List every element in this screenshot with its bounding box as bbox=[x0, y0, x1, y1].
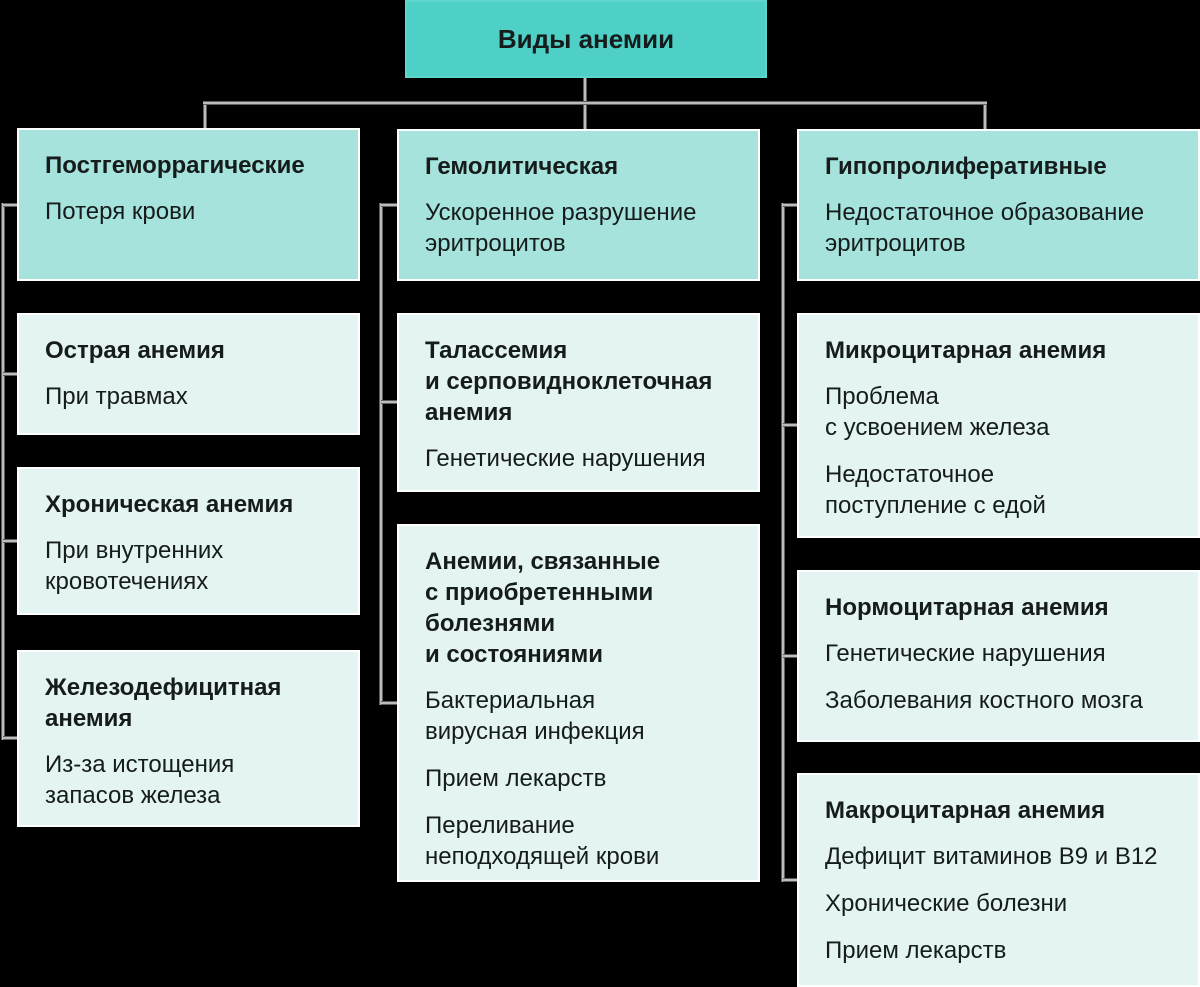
box-body: Недостаточное образование эритроцитов bbox=[825, 197, 1178, 259]
connector-drop-right bbox=[983, 105, 987, 129]
box-acute-anemia: Острая анемия При травмах bbox=[17, 313, 360, 435]
connector-stub-middle-item2 bbox=[381, 701, 397, 705]
box-title: Гипопролиферативные bbox=[825, 153, 1107, 180]
connector-stub-right-item1 bbox=[783, 423, 797, 427]
box-text-line: Прием лекарств bbox=[825, 937, 1007, 964]
box-macrocytic-anemia: Макроцитарная анемия Дефицит витаминов B… bbox=[797, 773, 1200, 987]
box-title: Хроническая анемия bbox=[45, 491, 294, 518]
connector-stub-right-item3 bbox=[783, 878, 797, 882]
box-title: Талассемия и серповидноклеточная анемия bbox=[425, 337, 713, 426]
box-text-line: Потеря крови bbox=[45, 198, 196, 225]
connector-spine-middle bbox=[379, 203, 383, 705]
box-text-line: Проблема с усвоением железа bbox=[825, 383, 1050, 441]
box-microcytic-anemia: Микроцитарная анемия Проблема с усвоение… bbox=[797, 313, 1200, 538]
connector-stub-left-header bbox=[3, 203, 17, 207]
box-text-line: При травмах bbox=[45, 383, 188, 410]
connector-drop-middle bbox=[583, 105, 587, 129]
box-title: Микроцитарная анемия bbox=[825, 337, 1107, 364]
diagram-title: Виды анемии bbox=[497, 23, 675, 54]
box-title: Железодефицитная анемия bbox=[45, 674, 282, 732]
connector-stub-left-item1 bbox=[3, 372, 17, 376]
connector-root-crossbar bbox=[203, 101, 987, 105]
box-text-line: Генетические нарушения bbox=[825, 640, 1106, 667]
root-node: Виды анемии bbox=[405, 0, 767, 78]
connector-stub-right-item2 bbox=[783, 654, 797, 658]
box-title: Острая анемия bbox=[45, 337, 225, 364]
box-title: Гемолитическая bbox=[425, 153, 619, 180]
box-body: При травмах bbox=[45, 381, 338, 412]
box-text-line: Недостаточное образование эритроцитов bbox=[825, 199, 1145, 257]
box-thalassemia-sickle-cell: Талассемия и серповидноклеточная анемия … bbox=[397, 313, 760, 492]
box-title: Постгеморрагические bbox=[45, 152, 305, 179]
connector-stub-right-header bbox=[783, 203, 797, 207]
box-text-line: Генетические нарушения bbox=[425, 445, 706, 472]
connector-spine-left bbox=[1, 203, 5, 740]
box-title: Макроцитарная анемия bbox=[825, 797, 1106, 824]
box-acquired-disease-anemia: Анемии, связанные с приобретенными болез… bbox=[397, 524, 760, 882]
connector-drop-left bbox=[203, 105, 207, 128]
column-header-posthemorrhagic: Постгеморрагические Потеря крови bbox=[17, 128, 360, 281]
column-header-hypoproliferative: Гипопролиферативные Недостаточное образо… bbox=[797, 129, 1200, 281]
box-text-line: Бактериальная вирусная инфекция bbox=[425, 687, 645, 745]
box-text-line: Дефицит витаминов B9 и B12 bbox=[825, 843, 1158, 870]
box-body: Ускоренное разрушение эритроцитов bbox=[425, 197, 738, 259]
connector-stub-middle-item1 bbox=[381, 400, 397, 404]
box-title: Анемии, связанные с приобретенными болез… bbox=[425, 548, 661, 668]
box-body: При внутренних кровотечениях bbox=[45, 535, 338, 597]
box-iron-deficiency-anemia: Железодефицитная анемия Из-за истощения … bbox=[17, 650, 360, 827]
box-text-line: Заболевания костного мозга bbox=[825, 687, 1144, 714]
box-text-line: Недостаточное поступление с едой bbox=[825, 461, 1046, 519]
box-text-line: Ускоренное разрушение эритроцитов bbox=[425, 199, 697, 257]
connector-spine-right bbox=[781, 203, 785, 882]
box-text-line: Хронические болезни bbox=[825, 890, 1068, 917]
box-title: Нормоцитарная анемия bbox=[825, 594, 1109, 621]
box-body: Потеря крови bbox=[45, 196, 338, 227]
column-header-hemolytic: Гемолитическая Ускоренное разрушение эри… bbox=[397, 129, 760, 281]
connector-stub-left-item3 bbox=[3, 736, 17, 740]
box-body: Из-за истощения запасов железа bbox=[45, 749, 338, 811]
box-body: Генетические нарушения bbox=[425, 443, 738, 474]
box-text-line: Прием лекарств bbox=[425, 765, 607, 792]
box-chronic-anemia: Хроническая анемия При внутренних кровот… bbox=[17, 467, 360, 615]
box-text-line: При внутренних кровотечениях bbox=[45, 537, 224, 595]
box-text-line: Переливание неподходящей крови bbox=[425, 812, 660, 870]
box-text-line: Из-за истощения запасов железа bbox=[45, 751, 235, 809]
connector-stub-left-item2 bbox=[3, 539, 17, 543]
connector-root-stem bbox=[583, 78, 587, 103]
box-normocytic-anemia: Нормоцитарная анемия Генетические наруше… bbox=[797, 570, 1200, 742]
connector-stub-middle-header bbox=[381, 203, 397, 207]
